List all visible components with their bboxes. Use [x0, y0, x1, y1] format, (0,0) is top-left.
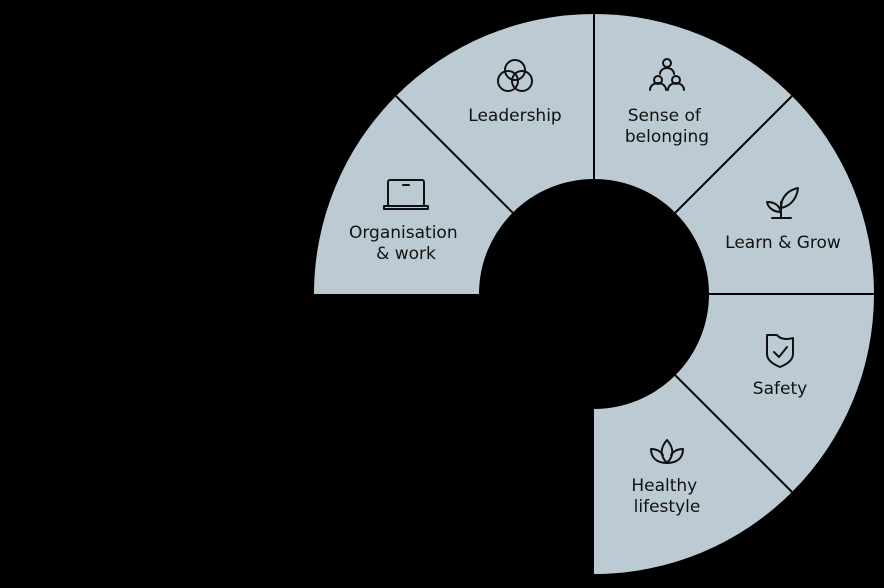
label-belonging: Sense of belonging: [625, 106, 709, 147]
people-network-icon: [649, 58, 685, 91]
segment-belonging: [594, 13, 792, 213]
segment-healthy: [594, 375, 792, 574]
laptop-icon: [383, 179, 429, 210]
segment-dividers: [395, 14, 874, 493]
segment-leadership: [396, 14, 594, 213]
lotus-icon: [650, 439, 684, 464]
segment-learn: [675, 96, 874, 294]
segment-organisation: [314, 96, 513, 294]
divider: [674, 374, 793, 493]
divider: [674, 95, 793, 214]
label-organisation: Organisation & work: [349, 223, 463, 264]
label-healthy: Healthy lifestyle: [631, 476, 702, 517]
label-safety: Safety: [753, 379, 807, 399]
ring-segments: [314, 13, 875, 574]
sprout-icon: [766, 187, 799, 219]
segment-safety: [675, 294, 875, 492]
venn-circles-icon: [497, 59, 533, 92]
shield-check-icon: [766, 334, 794, 368]
label-learn: Learn & Grow: [725, 233, 841, 253]
label-leadership: Leadership: [468, 106, 561, 126]
divider: [395, 95, 514, 214]
